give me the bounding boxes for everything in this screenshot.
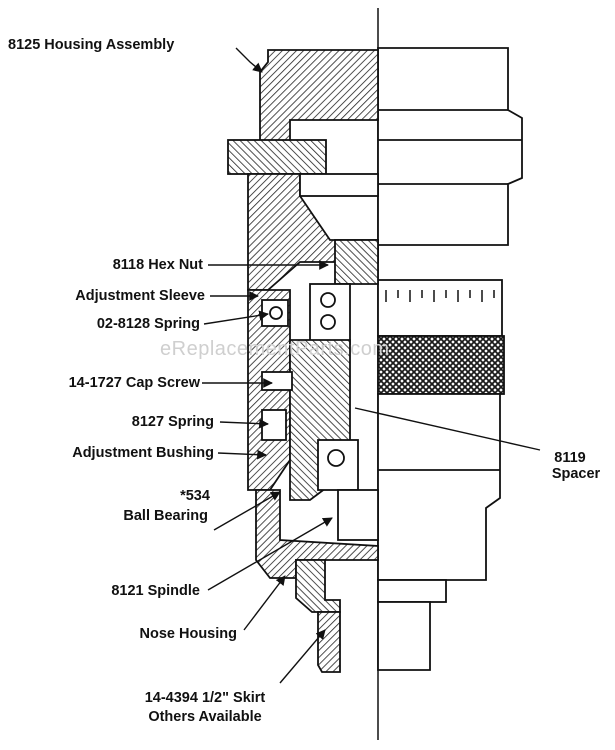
knurled-sleeve: [377, 335, 505, 395]
section-view: [227, 49, 379, 673]
label-skirt-line2: Others Available: [148, 709, 262, 725]
label-nose-housing: Nose Housing: [139, 626, 237, 642]
label-cap-screw: 14-1727 Cap Screw: [68, 375, 200, 391]
label-spring-8127: 8127 Spring: [131, 414, 214, 430]
dial-scale: [385, 290, 495, 302]
label-spacer-number: 8119: [554, 450, 586, 466]
label-ball-bearing-name: Ball Bearing: [123, 508, 208, 524]
label-spacer-name: Spacer: [551, 466, 601, 482]
watermark: eReplacementParts.com: [160, 338, 390, 360]
label-ball-bearing-number: *534: [180, 488, 210, 504]
label-hex-nut: 8118 Hex Nut: [112, 257, 203, 273]
label-adjustment-bushing: Adjustment Bushing: [72, 445, 214, 461]
leader-lines: [202, 47, 541, 684]
exterior-view: [377, 47, 523, 671]
label-adjustment-sleeve: Adjustment Sleeve: [75, 288, 205, 304]
label-skirt-line1: 14-4394 1/2" Skirt: [144, 690, 266, 706]
label-spring-02-8128: 02-8128 Spring: [96, 316, 200, 332]
label-spindle: 8121 Spindle: [111, 583, 200, 599]
label-housing-assembly: 8125 Housing Assembly: [8, 37, 175, 53]
